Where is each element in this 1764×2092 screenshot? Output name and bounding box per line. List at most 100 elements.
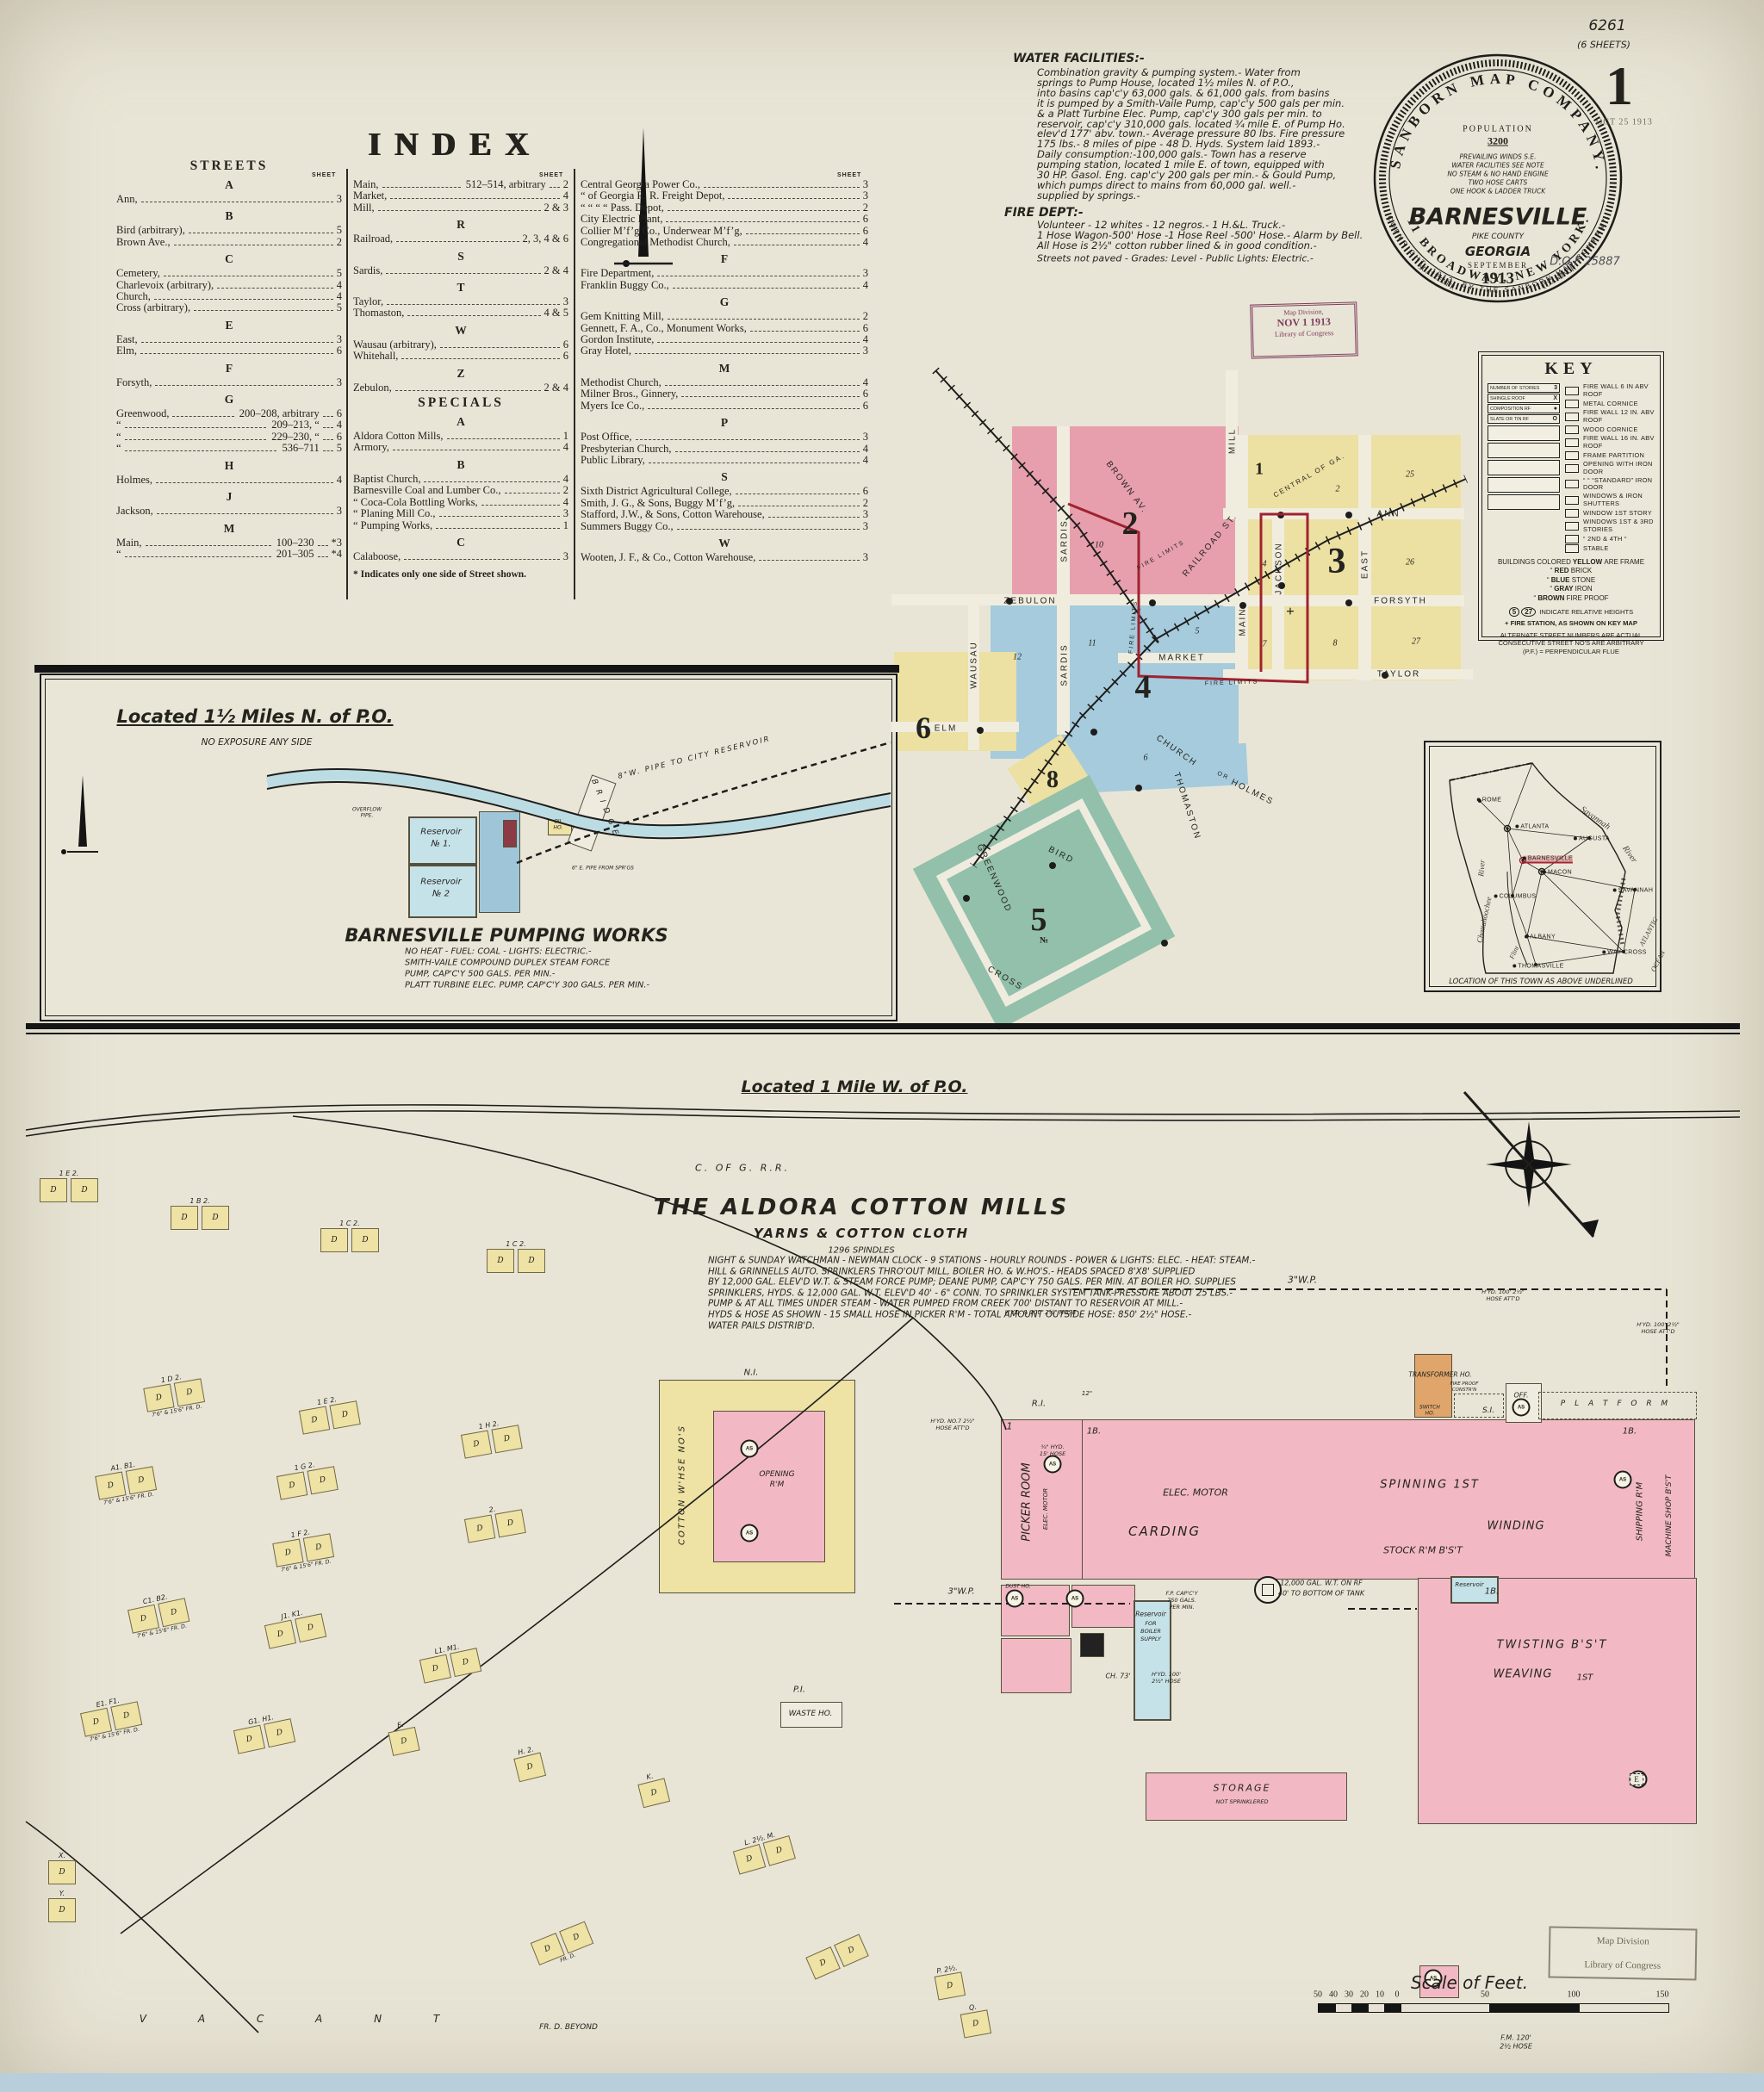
- key-alt-note-1: ALTERNATE STREET NUMBERS ARE ACTUAL: [1500, 630, 1643, 639]
- dwelling-box: D: [173, 1378, 206, 1407]
- water-facilities-line: 175 lbs.- 8 miles of pipe - 48 D. Hyds. …: [1037, 138, 1320, 151]
- pumping-label: OIL: [554, 818, 562, 825]
- street-strip-mill: [1226, 370, 1238, 508]
- street-label: HOLMES: [1229, 777, 1276, 808]
- index-entry-leader: [438, 516, 560, 518]
- index-entry-leader: [217, 287, 333, 289]
- index-entry-sheet: 3: [336, 376, 342, 388]
- map-number: 6261: [1588, 17, 1626, 34]
- index-entry-name: Presbyterian Church,: [581, 442, 672, 455]
- index-entry-name: Greenwood,: [116, 407, 170, 420]
- mill-label: 12,000 GAL. W.T. ON RF: [1280, 1579, 1363, 1587]
- key-row: WOOD CORNICE: [1565, 425, 1655, 434]
- street-strip-sardis-n: [1057, 426, 1070, 599]
- index-entry-sheet: 4: [336, 290, 342, 303]
- index-entry-leader: [672, 287, 860, 289]
- mill-label: H'YD. 100' 2½": [1637, 1321, 1680, 1328]
- key-row: OPENING WITH IRON DOOR: [1565, 460, 1655, 475]
- index-entry-name: “ of Georgia R. R. Freight Depot,: [581, 189, 725, 202]
- index-letter-header: B: [457, 457, 465, 471]
- key-row: WINDOWS & IRON SHUTTERS: [1565, 493, 1655, 507]
- dwelling-letter: D: [288, 1481, 296, 1491]
- index-entry: Whitehall,6: [353, 350, 568, 362]
- street-strip-taylor: [1223, 669, 1473, 680]
- mill-label: 3"W.P.: [1287, 1274, 1318, 1286]
- dwelling-letter: D: [462, 1657, 470, 1667]
- sprinkler-symbol: AS: [1424, 1969, 1443, 1988]
- sprinkler-symbol: AS: [740, 1439, 759, 1458]
- pumping-description-line: PLATT TURBINE ELEC. PUMP, CAP'C'Y 300 GA…: [405, 980, 649, 990]
- index-entry-leader: [382, 187, 461, 188]
- index-entry-sheet: 3: [862, 519, 868, 532]
- mill-description-line: BY 12,000 GAL. ELEV'D W.T. & STEAM FORCE…: [708, 1277, 1236, 1288]
- index-entry: Jackson,3: [116, 505, 342, 517]
- index-entry-sheet: 3: [562, 507, 568, 520]
- dwelling-box: D: [494, 1509, 526, 1538]
- dwelling-cluster: Y.D: [48, 1890, 76, 1922]
- index-section-header: STREETS: [189, 158, 269, 173]
- mill-label: PICKER ROOM: [1020, 1462, 1034, 1542]
- key-row-glyph: [1565, 480, 1579, 489]
- key-symbol-glyph: 3: [1554, 385, 1557, 391]
- dwelling-cluster: H. 2.D: [512, 1744, 547, 1783]
- key-symbol-label: SLATE OR TIN RF: [1490, 416, 1530, 422]
- block-number: 27: [1412, 636, 1420, 647]
- index-entry-leader: [153, 299, 333, 301]
- index-entry: Gordon Institute,4: [581, 333, 868, 345]
- index-entry-sheet: 1: [562, 518, 568, 531]
- dwelling-letter: D: [472, 1439, 481, 1450]
- key-row: METAL CORNICE: [1565, 399, 1655, 408]
- pumping-label: BARNESVILLE PUMPING WORKS: [345, 925, 668, 946]
- pumping-description-line: SMITH-VAILE COMPOUND DUPLEX STEAM FORCE: [405, 958, 611, 968]
- index-entry-range: 100–230: [276, 536, 314, 549]
- lc-stamp-line2: Library of Congress: [1584, 1959, 1662, 1971]
- street-label: JACKSON: [1274, 542, 1284, 595]
- key-color-material: IRON: [1575, 585, 1593, 593]
- key-color-lead: “: [1533, 593, 1537, 602]
- key-height-symbol: 5: [1508, 607, 1520, 618]
- index-entry-leader: [322, 416, 333, 418]
- index-entry-name: Railroad,: [353, 233, 394, 245]
- key-symbol-label: NUMBER OF STORIES: [1490, 385, 1540, 391]
- mill-description-line: NIGHT & SUNDAY WATCHMAN - NEWMAN CLOCK -…: [708, 1256, 1256, 1266]
- index-entry: Railroad,2, 3, 4 & 6: [353, 233, 568, 245]
- key-row-label: FIRE WALL 12 IN. ABV ROOF: [1583, 408, 1655, 424]
- scale-segment: [1384, 2004, 1401, 2012]
- street-label: TAYLOR: [1376, 669, 1421, 680]
- key-color-row: “ BROWN FIRE PROOF: [1488, 594, 1655, 604]
- sprinkler-symbol: AS: [1005, 1589, 1024, 1608]
- mill-label: C. OF G. R.R.: [695, 1162, 790, 1174]
- block-number: 4: [1262, 559, 1267, 569]
- index-entry-name: Congregational Methodist Church,: [581, 236, 730, 249]
- index-entry: Gray Hotel,3: [581, 345, 868, 357]
- index-entry-range: 229–230, “: [271, 430, 320, 443]
- mill-description-line: PUMP & AT ALL TIMES UNDER STEAM - WATER …: [708, 1299, 1183, 1309]
- index-letter-header: S: [721, 470, 728, 484]
- index-entry-leader: [322, 427, 333, 429]
- index-entry-sheet: 2 & 4: [543, 381, 568, 394]
- index-entry-name: “ “ “ “ Pass. Depot,: [581, 201, 664, 214]
- index-entry-name: East,: [116, 332, 138, 345]
- index-entry: Gem Knitting Mill,2: [581, 310, 868, 322]
- water-facilities-line: supplied by springs.-: [1037, 189, 1140, 202]
- scale-bar: [1318, 2003, 1669, 2013]
- key-row-label: “ “ “STANDARD” IRON DOOR: [1583, 475, 1653, 492]
- mill-label: P L A T F O R M: [1560, 1400, 1672, 1408]
- index-entry-name: Calaboose,: [353, 549, 401, 562]
- dwelling-box: D: [805, 1946, 841, 1980]
- street-label: SARDIS: [1059, 519, 1070, 562]
- water-facilities-line: pumping station, located 1 mile E. of to…: [1037, 158, 1325, 171]
- dwelling-box: D: [637, 1778, 671, 1809]
- chimney: [1080, 1633, 1104, 1657]
- index-entry-name: “: [116, 547, 121, 560]
- dwelling-letter: D: [81, 1186, 88, 1195]
- dwelling-box: D: [419, 1654, 451, 1684]
- index-entry-leader: [635, 353, 860, 355]
- key-symbol-label: SHINGLE ROOF: [1490, 395, 1525, 401]
- index-entry-name: Gennett, F. A., Co., Monument Works,: [581, 321, 747, 334]
- index-divider-1: [346, 169, 348, 599]
